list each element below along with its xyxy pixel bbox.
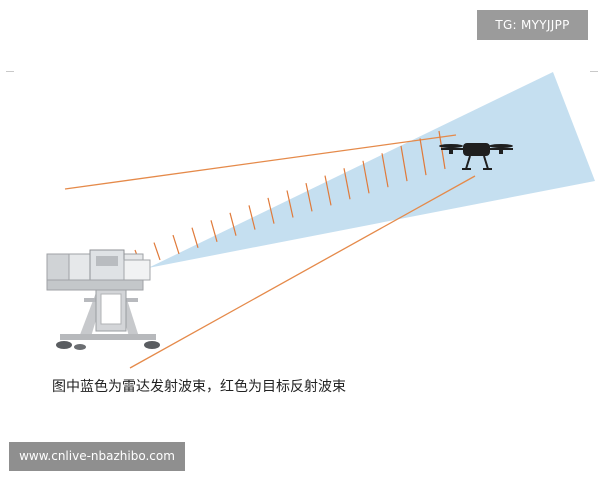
reflected-beam-upper [64, 134, 457, 190]
wavefront-mark [267, 197, 275, 224]
wavefront-mark [343, 168, 351, 200]
wavefront-mark [400, 145, 408, 182]
wavefront-mark [324, 175, 332, 206]
wavefront-mark [248, 205, 256, 230]
diagram-caption: 图中蓝色为雷达发射波束，红色为目标反射波束 [52, 379, 346, 395]
tg-watermark-badge: TG: MYYJJPP [477, 10, 588, 40]
corner-mark-left [6, 71, 14, 72]
wavefront-mark [419, 138, 427, 176]
wavefront-marks [134, 130, 446, 267]
site-watermark-badge: www.cnlive-nbazhibo.com [9, 442, 185, 471]
wavefront-mark [286, 190, 294, 218]
wavefront-mark [381, 153, 389, 188]
wavefront-mark [153, 242, 161, 261]
radar-unit-icon [46, 249, 160, 350]
reflected-beam-lower [129, 175, 476, 369]
wavefront-mark [362, 160, 370, 194]
drone-icon [439, 143, 513, 170]
wavefront-mark [229, 212, 237, 236]
wavefront-mark [305, 182, 313, 212]
wavefront-mark [172, 234, 180, 255]
emitted-beam [148, 72, 595, 268]
corner-mark-right [590, 71, 598, 72]
wavefront-mark [210, 220, 218, 242]
wavefront-mark [191, 227, 199, 248]
